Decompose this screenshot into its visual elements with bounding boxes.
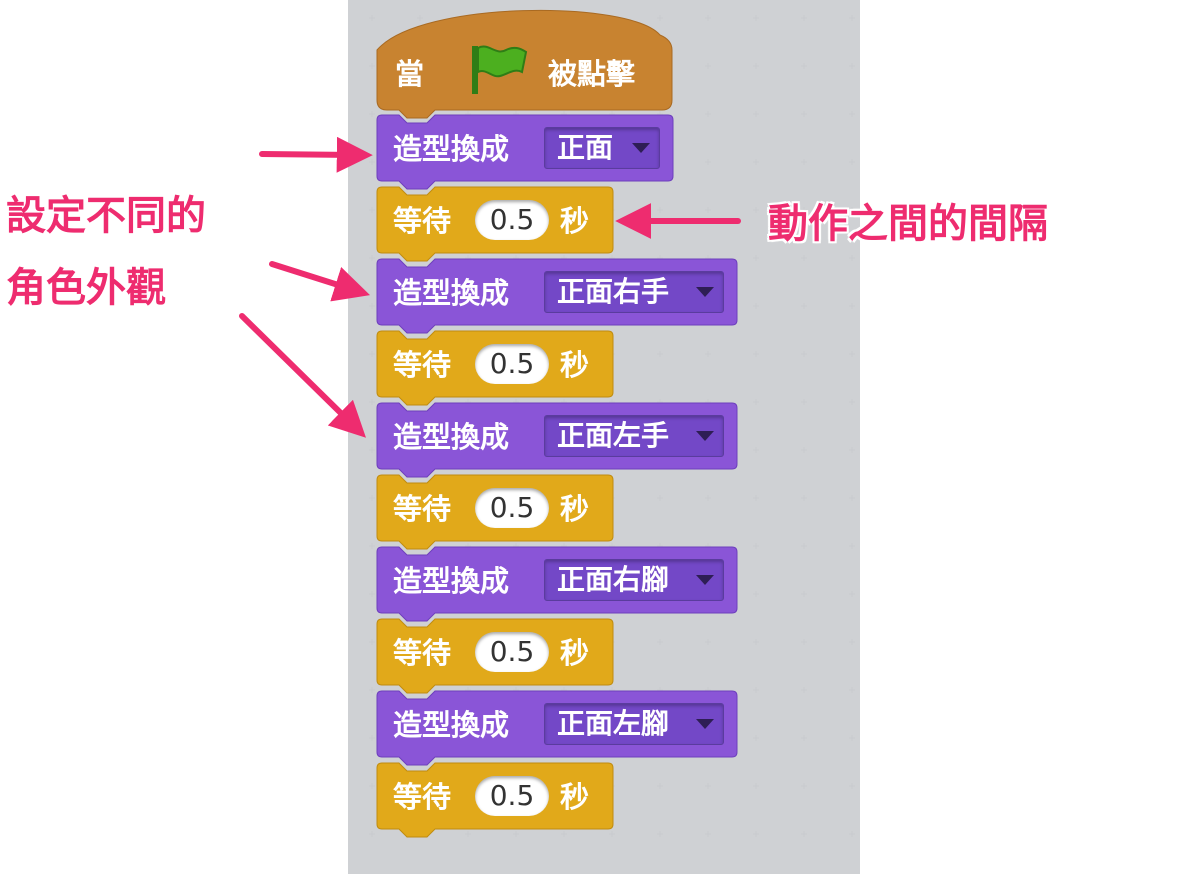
wait-seconds-input[interactable]: 0.5 bbox=[475, 488, 549, 528]
wait-unit-label: 秒 bbox=[560, 492, 590, 526]
wait-unit-label: 秒 bbox=[560, 780, 590, 814]
arrow-to-costume-1 bbox=[259, 136, 373, 173]
arrow-to-costume-2 bbox=[269, 261, 371, 302]
switch-costume-block-label: 造型換成 bbox=[393, 276, 510, 310]
wait-unit-label: 秒 bbox=[560, 348, 590, 382]
switch-costume-block-label: 造型換成 bbox=[393, 564, 510, 598]
wait-block-label: 等待 bbox=[393, 636, 452, 670]
costume-dropdown-value: 正面左手 bbox=[557, 419, 670, 452]
costume-dropdown-value: 正面右腳 bbox=[557, 563, 670, 596]
wait-seconds-input[interactable]: 0.5 bbox=[475, 344, 549, 384]
annotation-interval: 動作之間的間隔 bbox=[768, 201, 1048, 247]
wait-unit-label: 秒 bbox=[560, 636, 590, 670]
wait-block-label: 等待 bbox=[393, 348, 452, 382]
switch-costume-block-label: 造型換成 bbox=[393, 708, 510, 742]
wait-unit-label: 秒 bbox=[560, 204, 590, 238]
costume-dropdown[interactable]: 正面左手 bbox=[544, 415, 724, 457]
annotation-costume-line2: 角色外觀 bbox=[6, 265, 166, 311]
wait-seconds-input[interactable]: 0.5 bbox=[475, 776, 549, 816]
switch-costume-block-label: 造型換成 bbox=[393, 132, 510, 166]
dropdown-arrow-icon bbox=[696, 575, 714, 585]
wait-block-label: 等待 bbox=[393, 492, 452, 526]
costume-dropdown[interactable]: 正面右手 bbox=[544, 271, 724, 313]
dropdown-arrow-icon bbox=[696, 431, 714, 441]
wait-block-label: 等待 bbox=[393, 204, 452, 238]
costume-dropdown-value: 正面 bbox=[557, 131, 614, 164]
dropdown-arrow-icon bbox=[696, 719, 714, 729]
hat-block-suffix: 被點擊 bbox=[548, 57, 636, 91]
wait-block-label: 等待 bbox=[393, 780, 452, 814]
costume-dropdown[interactable]: 正面右腳 bbox=[544, 559, 724, 601]
wait-seconds-input[interactable]: 0.5 bbox=[475, 632, 549, 672]
arrow-to-costume-3 bbox=[239, 313, 366, 438]
switch-costume-block-label: 造型換成 bbox=[393, 420, 510, 454]
annotation-costume-line1: 設定不同的 bbox=[6, 193, 206, 239]
hat-block-prefix: 當 bbox=[395, 57, 425, 91]
costume-dropdown-value: 正面左腳 bbox=[557, 707, 670, 740]
green-flag-icon[interactable] bbox=[470, 44, 530, 96]
costume-dropdown[interactable]: 正面左腳 bbox=[544, 703, 724, 745]
wait-seconds-input[interactable]: 0.5 bbox=[475, 200, 549, 240]
costume-dropdown[interactable]: 正面 bbox=[544, 127, 660, 169]
dropdown-arrow-icon bbox=[696, 287, 714, 297]
costume-dropdown-value: 正面右手 bbox=[557, 275, 670, 308]
dropdown-arrow-icon bbox=[632, 143, 650, 153]
